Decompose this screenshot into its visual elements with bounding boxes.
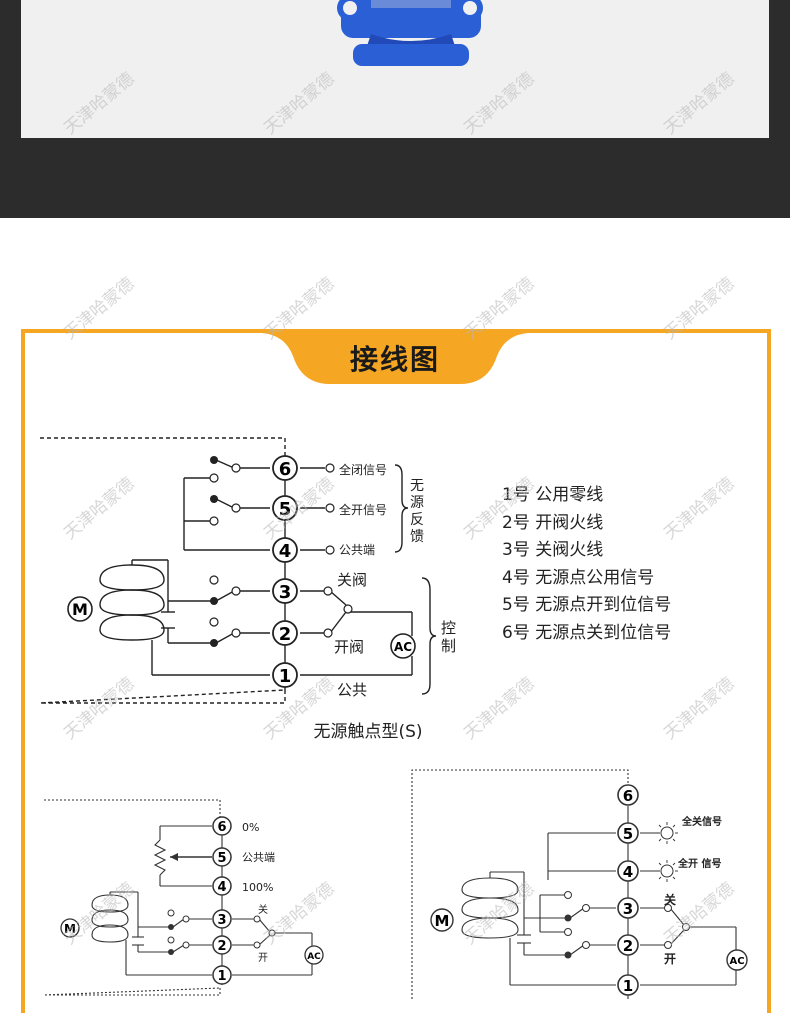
label-common: 公共 [337,681,367,699]
svg-text:3: 3 [623,900,633,918]
pot-label-common: 公共端 [242,851,275,864]
svg-text:3: 3 [279,582,292,603]
lamp-terminal-2: 2 [617,934,639,956]
label-control-1: 控 [441,619,456,637]
pot-terminal-6: 6 [212,816,232,836]
legend-item: 1号 公用零线 [502,485,604,505]
lamp-terminal-4: 4 [617,860,639,882]
pot-terminal-5: 5 [212,847,232,867]
legend-item: 6号 无源点关到位信号 [502,622,672,643]
pot-label-close: 关 [258,903,268,916]
terminal-3: 3 [272,578,298,604]
lamp-label-open: 开 [664,952,676,966]
terminal-legend: 1号 公用零线 2号 开阀火线 3号 关阀火线 4号 无源点公用信号 5号 无源… [502,482,671,647]
svg-text:AC: AC [729,956,744,967]
product-photo [21,0,769,138]
valve-image [337,0,483,66]
svg-text:5: 5 [217,851,226,866]
terminal-1: 1 [272,662,298,688]
svg-text:1: 1 [623,977,633,995]
pot-motor-symbol: M [60,918,80,938]
svg-text:M: M [435,912,450,930]
terminal-4: 4 [272,537,298,563]
terminal-5: 5 [272,495,298,521]
svg-text:5: 5 [279,499,292,520]
lamp-open-icon [656,860,678,882]
label-feedback-2: 源 [410,495,424,511]
legend-item: 4号 无源点公用信号 [502,567,655,588]
label-open-signal: 全开信号 [339,502,387,517]
pot-label-open: 开 [258,953,268,964]
pot-terminal-2: 2 [212,935,232,955]
svg-text:1: 1 [279,666,292,687]
pot-ac-source: AC [304,945,324,965]
label-common-end: 公共端 [339,543,375,557]
lamp-label-close-signal: 全关信号 [681,815,722,828]
svg-text:6: 6 [279,459,292,480]
lamp-motor-symbol: M [430,908,454,932]
svg-text:AC: AC [394,640,412,654]
lamp-label-open-signal: 全开 信号 [677,857,721,870]
lamp-terminal-1: 1 [617,974,639,996]
pot-terminal-1: 1 [212,965,232,985]
svg-text:4: 4 [623,863,633,881]
terminal-2: 2 [272,620,298,646]
label-open: 开阀 [334,638,364,656]
label-close-signal: 全闭信号 [339,462,387,477]
svg-text:6: 6 [623,787,633,805]
svg-text:4: 4 [217,880,226,895]
svg-text:5: 5 [623,825,633,843]
svg-text:AC: AC [307,952,321,962]
wiring-frame [21,329,771,1013]
legend-item: 5号 无源点开到位信号 [502,595,672,615]
lamp-terminal-5: 5 [617,822,639,844]
lamp-terminal-6: 6 [617,784,639,806]
motor-symbol: M [67,596,93,622]
legend-item: 2号 开阀火线 [502,512,604,533]
lamp-label-close: 关 [664,892,676,907]
label-feedback-1: 无 [410,478,424,494]
svg-text:M: M [72,600,88,619]
label-feedback-4: 馈 [410,529,424,545]
label-control-2: 制 [441,637,456,655]
lamp-close-icon [656,822,678,844]
pot-terminal-4: 4 [212,876,232,896]
page-title: 接线图 [349,343,440,376]
svg-text:4: 4 [279,541,292,562]
label-feedback-3: 反 [410,512,424,528]
svg-text:3: 3 [217,913,226,928]
svg-text:2: 2 [279,624,292,645]
svg-text:1: 1 [217,969,226,984]
svg-text:6: 6 [217,820,226,835]
legend-item: 3号 关阀火线 [502,540,604,560]
svg-text:2: 2 [217,939,226,954]
pot-label-100: 100% [242,881,273,894]
terminal-6: 6 [272,455,298,481]
pot-label-0: 0% [242,821,259,834]
label-close: 关阀 [337,571,367,589]
svg-text:M: M [64,922,76,936]
diagram-caption: 无源触点型(S) [313,722,422,742]
ac-source: AC [390,633,416,659]
pot-terminal-3: 3 [212,909,232,929]
lamp-ac-source: AC [726,949,748,971]
title-tab [262,333,528,384]
svg-text:2: 2 [623,937,633,955]
lamp-terminal-3: 3 [617,897,639,919]
